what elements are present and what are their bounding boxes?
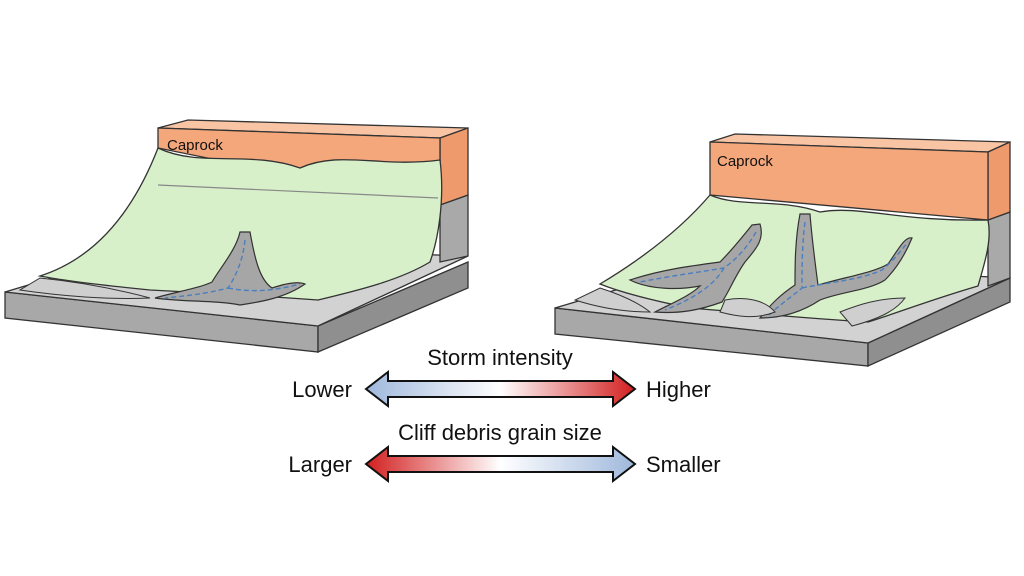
storm-gradient-arrow [364, 369, 637, 409]
storm-low-label: Lower [292, 377, 352, 402]
grain-large-label: Larger [288, 452, 352, 477]
right-caprock-front [987, 140, 1011, 221]
left-caprock-label: Caprock [167, 137, 223, 154]
storm-intensity-scale: Storm intensity Lower Higher [292, 345, 711, 409]
right-caprock-label: Caprock [717, 153, 773, 170]
left-caprock-front [439, 127, 469, 206]
left-rock-wall [439, 194, 469, 263]
right-dry-patch-2 [719, 298, 776, 318]
right-dry-patch-3 [839, 297, 906, 327]
left-talus-slope [37, 147, 443, 301]
left-dry-patch [18, 277, 151, 300]
storm-high-label: Higher [646, 377, 711, 402]
right-debris-channel-1 [628, 223, 762, 314]
left-talus-crest-line [157, 184, 439, 199]
storm-scale-title: Storm intensity [427, 345, 573, 370]
right-channel-centerline-2 [767, 221, 909, 317]
grain-gradient-arrow [364, 444, 637, 484]
left-channel-centerline [164, 239, 301, 299]
right-debris-channel-2 [758, 213, 913, 319]
right-dry-patch-1 [573, 287, 652, 313]
right-channel-centerline-1 [639, 231, 757, 311]
left-base-slab-front [317, 261, 469, 353]
grain-scale-title: Cliff debris grain size [398, 420, 602, 445]
left-debris-channel [154, 231, 307, 306]
grain-size-scale: Cliff debris grain size Larger Smaller [288, 420, 721, 484]
right-rock-wall [987, 211, 1011, 287]
left-block-diagram: Caprock [4, 119, 469, 353]
grain-small-label: Smaller [646, 452, 721, 477]
right-block-diagram: Caprock [554, 133, 1011, 368]
